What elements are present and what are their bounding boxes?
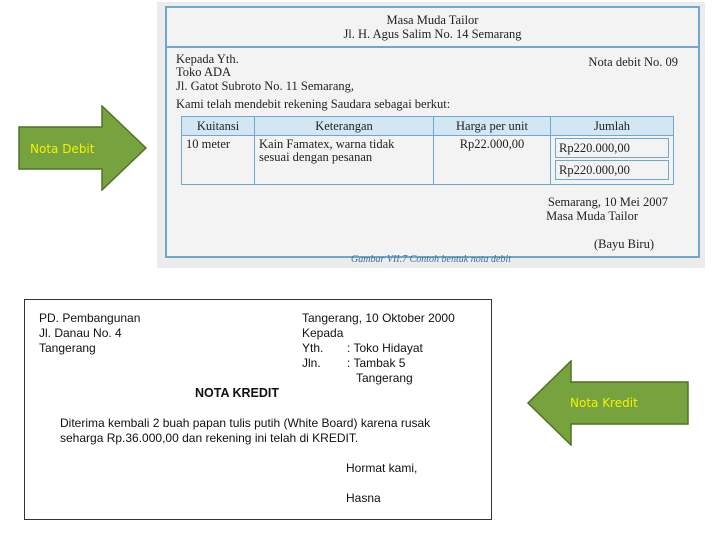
cell-harga: Rp22.000,00 [433,135,551,185]
debit-date: Semarang, 10 Mei 2007 [547,195,668,209]
debit-tailor-name: Masa Muda Tailor [386,13,479,27]
debit-tailor-address: Jl. H. Agus Salim No. 14 Semarang [343,27,522,41]
debit-signer: (Bayu Biru) [593,237,654,251]
arrow-left-icon [527,360,689,446]
debit-note-image: Masa Muda Tailor Jl. H. Agus Salim No. 1… [157,2,705,268]
debit-note-frame: Masa Muda Tailor Jl. H. Agus Salim No. 1… [165,6,700,258]
header-jumlah: Jumlah [550,116,674,136]
header-kuitansi: Kuitansi [181,116,255,136]
cell-jumlah: Rp220.000,00 Rp220.000,00 [550,135,674,185]
debit-recipient-name: Toko ADA [176,65,232,79]
cell-keterangan-line-1: Kain Famatex, warna tidak [259,137,395,151]
header-keterangan: Keterangan [254,116,434,136]
cell-keterangan-line-2: sesuai dengan pesanan [259,150,373,164]
debit-note-number: Nota debit No. 09 [588,55,678,69]
credit-signer: Hasna [346,491,381,505]
debit-intro-text: Kami telah mendebit rekening Saudara seb… [176,97,451,111]
nota-debit-label: Nota Debit [30,142,95,156]
debit-items-table: Kuitansi Keterangan Harga per unit Jumla… [181,116,674,185]
credit-date: Tangerang, 10 Oktober 2000 [302,311,455,325]
credit-yth-label: Yth. [302,341,324,355]
header-harga: Harga per unit [433,116,551,136]
cell-jumlah-amount-2: Rp220.000,00 [555,160,669,180]
credit-title: NOTA KREDIT [195,386,280,400]
credit-recipient-street: : Tambak 5 [347,356,406,370]
credit-note-document: PD. Pembangunan Jl. Danau No. 4 Tangeran… [24,299,492,520]
credit-body-line-2: seharga Rp.36.000,00 dan rekening ini te… [60,431,359,445]
arrow-right-icon [18,105,148,191]
credit-recipient-greeting: Kepada [302,326,344,340]
debit-caption: Gambar VII.7 Contoh bentuk nota debit [351,254,511,265]
debit-sign-company: Masa Muda Tailor [546,209,638,223]
nota-kredit-label: Nota Kredit [570,396,638,410]
credit-sender-company: PD. Pembangunan [39,311,141,325]
cell-keterangan: Kain Famatex, warna tidak sesuai dengan … [254,135,434,185]
cell-kuitansi: 10 meter [181,135,255,185]
credit-recipient-city: Tangerang [356,371,413,385]
debit-recipient-address: Jl. Gatot Subroto No. 11 Semarang, [176,79,354,93]
debit-recipient-greeting: Kepada Yth. [176,52,239,66]
credit-recipient-name: : Toko Hidayat [347,341,423,355]
debit-divider [167,46,698,48]
credit-sender-city: Tangerang [39,341,96,355]
table-header-row: Kuitansi Keterangan Harga per unit Jumla… [181,116,674,136]
cell-jumlah-amount-1: Rp220.000,00 [555,138,669,158]
credit-jln-label: Jln. [302,356,321,370]
credit-closing: Hormat kami, [346,461,418,475]
table-row: 10 meter Kain Famatex, warna tidak sesua… [181,135,674,185]
credit-sender-street: Jl. Danau No. 4 [39,326,122,340]
credit-body-line-1: Diterima kembali 2 buah papan tulis puti… [60,416,431,430]
